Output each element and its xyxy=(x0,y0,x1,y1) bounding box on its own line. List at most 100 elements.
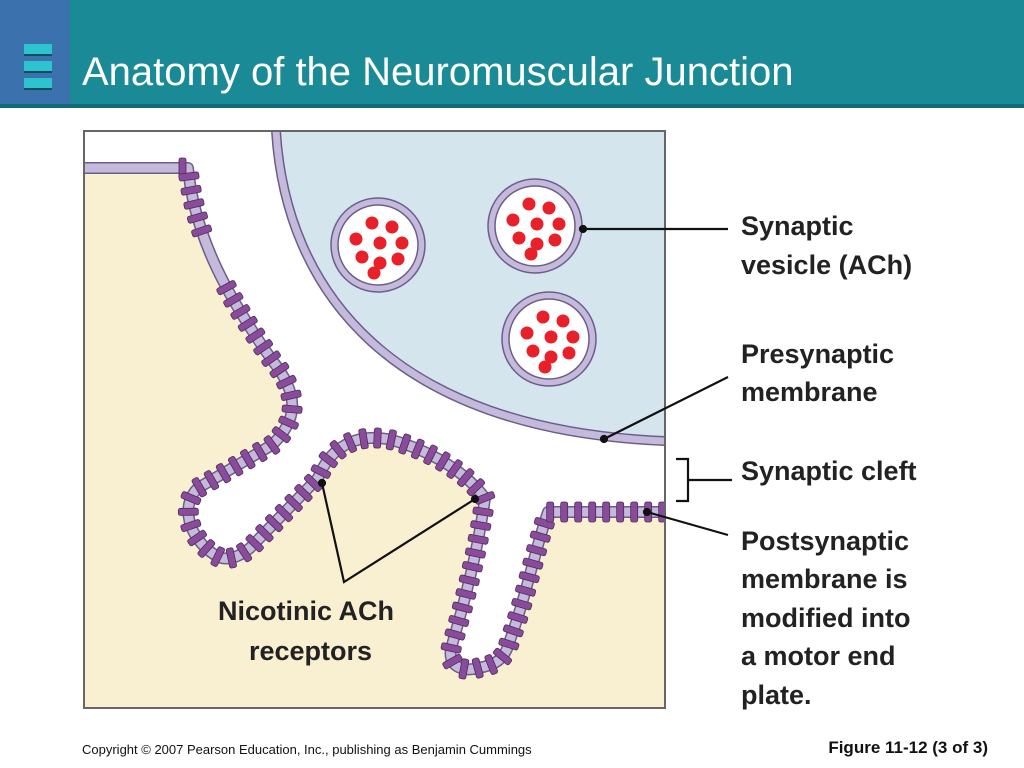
ach-receptor xyxy=(281,404,303,414)
ach-receptor xyxy=(435,451,451,472)
ach-receptor xyxy=(216,280,237,296)
ach-receptor xyxy=(630,501,639,523)
ach-molecule xyxy=(373,256,387,270)
ach-receptor xyxy=(225,547,237,569)
ach-receptor xyxy=(522,557,544,570)
ach-receptor xyxy=(529,530,551,543)
label-postsynaptic-5: plate. xyxy=(741,680,812,710)
ach-receptor xyxy=(440,642,462,654)
ach-receptor xyxy=(187,529,207,547)
menu-bar-2 xyxy=(24,61,52,73)
label-receptors-2: receptors xyxy=(249,636,373,666)
ach-receptor xyxy=(410,438,425,460)
ach-molecule xyxy=(556,314,570,328)
ach-receptor xyxy=(466,478,486,497)
title-bar xyxy=(0,0,1024,108)
menu-bar-1 xyxy=(24,44,52,56)
ach-receptor xyxy=(278,415,299,430)
ach-receptor xyxy=(343,432,358,453)
ach-molecule xyxy=(566,330,580,344)
ach-receptor xyxy=(455,588,477,600)
ach-receptor xyxy=(240,449,256,470)
ach-receptor xyxy=(498,637,520,651)
ach-receptor xyxy=(533,517,555,530)
ach-molecules xyxy=(349,197,580,374)
label-synaptic-vesicle-1: Synaptic xyxy=(741,211,854,241)
label-synaptic-cleft: Synaptic cleft xyxy=(741,456,917,486)
ach-receptor xyxy=(507,611,529,624)
ach-receptor xyxy=(274,504,294,523)
ach-molecule xyxy=(522,197,536,211)
label-receptors-1: Nicotinic ACh xyxy=(218,596,395,626)
ach-molecule xyxy=(520,326,534,340)
ach-receptor xyxy=(245,327,266,344)
ach-molecule xyxy=(373,236,387,250)
ach-molecule xyxy=(367,266,381,280)
ach-receptor xyxy=(456,468,475,488)
ach-molecule xyxy=(524,247,538,261)
ach-receptor xyxy=(423,444,438,466)
ach-receptor xyxy=(484,654,499,675)
ach-molecule xyxy=(365,216,379,230)
ach-molecule xyxy=(538,360,552,374)
ach-molecule xyxy=(355,250,369,264)
ach-molecule xyxy=(530,237,544,251)
ach-receptor xyxy=(253,339,274,356)
ach-receptor xyxy=(464,547,486,559)
ach-receptor xyxy=(451,601,473,614)
ach-receptor xyxy=(263,435,281,455)
ach-receptor xyxy=(458,574,480,587)
ach-receptor xyxy=(398,433,412,455)
ach-receptor xyxy=(446,459,463,479)
ach-receptor xyxy=(616,501,625,523)
ach-molecule xyxy=(391,252,405,266)
ach-receptor xyxy=(515,584,537,597)
ach-receptor xyxy=(191,477,208,498)
ach-receptor xyxy=(178,171,200,182)
ach-receptor xyxy=(271,426,292,444)
ach-receptor xyxy=(269,361,290,379)
ach-receptor xyxy=(461,561,483,573)
ach-receptor xyxy=(492,647,513,666)
ach-receptor xyxy=(318,451,338,469)
ach-receptor xyxy=(502,624,524,638)
ach-receptor xyxy=(210,546,225,567)
ach-molecule xyxy=(512,231,526,245)
ach-receptor xyxy=(261,350,281,367)
figure-label: Figure 11-12 (3 of 3) xyxy=(828,738,988,757)
leader-lines xyxy=(317,224,732,584)
slide-title: Anatomy of the Neuromuscular Junction xyxy=(82,50,794,94)
ach-receptor xyxy=(304,473,323,493)
label-postsynaptic-4: a motor end xyxy=(741,641,896,671)
ach-receptor xyxy=(560,501,569,523)
ach-receptor xyxy=(252,441,268,463)
ach-receptor xyxy=(467,533,489,545)
ach-receptor xyxy=(215,463,232,484)
ach-receptor xyxy=(373,427,382,449)
ach-receptor xyxy=(546,501,555,523)
menu-bar-3 xyxy=(24,78,52,90)
ach-receptor xyxy=(230,304,251,320)
ach-receptor xyxy=(180,184,202,196)
label-postsynaptic-2: membrane is xyxy=(741,564,908,594)
ach-receptor xyxy=(280,389,302,401)
label-presynaptic-1: Presynaptic xyxy=(741,339,895,369)
ach-receptors xyxy=(177,157,665,680)
ach-molecule xyxy=(385,220,399,234)
ach-receptor xyxy=(284,493,303,513)
ach-receptor xyxy=(448,615,470,627)
ach-receptor xyxy=(310,464,332,479)
ach-receptor xyxy=(444,628,466,641)
ach-molecule xyxy=(544,350,558,364)
ach-molecule xyxy=(536,310,550,324)
label-postsynaptic-3: modified into xyxy=(741,603,911,633)
ach-receptor xyxy=(264,514,284,533)
ach-receptor xyxy=(526,544,548,557)
ach-receptor xyxy=(245,534,264,553)
ach-receptor xyxy=(471,657,484,679)
ach-receptor xyxy=(197,539,216,558)
ach-molecule xyxy=(548,233,562,247)
ach-molecule xyxy=(349,232,363,246)
presynaptic-leader xyxy=(603,376,729,440)
